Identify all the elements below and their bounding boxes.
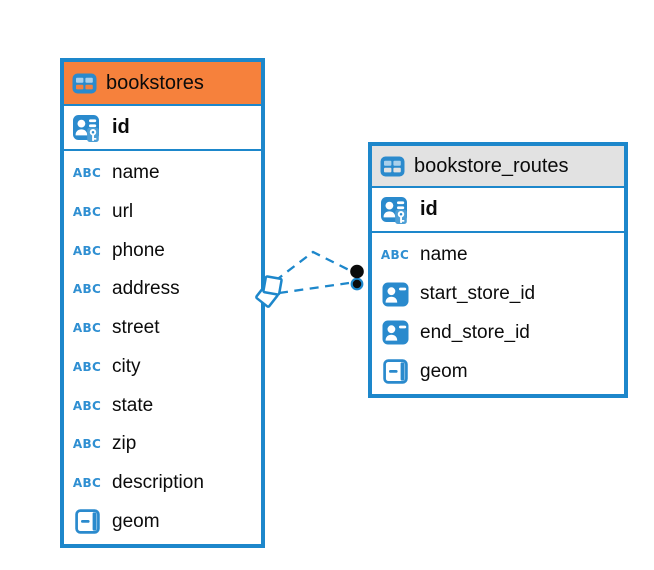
column-row[interactable]: start_store_id [378,275,618,314]
column-name: name [112,162,160,184]
column-row[interactable]: end_store_id [378,314,618,353]
column-name: end_store_id [420,321,530,343]
text-type-icon: ABC [72,166,102,181]
column-name: name [420,244,468,266]
column-name: start_store_id [420,283,536,305]
column-row[interactable]: ABC name [70,154,255,193]
column-row[interactable]: ABC state [70,386,255,425]
table-name: bookstore_routes [414,154,569,177]
geometry-type-icon [70,509,104,534]
one-end-dot-markers[interactable] [350,264,364,291]
foreign-key-icon [378,281,412,308]
text-type-icon: ABC [72,205,102,220]
primary-key-row[interactable]: id [372,188,624,233]
column-name: description [112,471,204,493]
column-row[interactable]: ABC description [70,464,255,503]
text-type-icon: ABC [72,437,102,452]
column-name: address [112,278,180,300]
table-header-bookstore-routes[interactable]: bookstore_routes [372,146,624,188]
table-icon [71,71,97,96]
foreign-key-icon [378,319,412,346]
column-name: phone [112,239,165,261]
primary-key-icon [378,194,412,225]
text-type-icon: ABC [72,398,102,413]
column-name: street [112,317,160,339]
column-row[interactable]: ABC city [70,348,255,387]
column-row[interactable]: ABC url [70,193,255,232]
text-type-icon: ABC [72,321,102,336]
column-name: state [112,394,154,416]
column-row[interactable]: geom [378,352,618,391]
text-type-icon: ABC [72,475,102,490]
column-name: zip [112,433,137,455]
primary-key-icon [70,112,104,143]
column-name: city [112,355,141,377]
table-icon [379,154,405,179]
column-name: geom [420,360,468,382]
column-row[interactable]: ABC zip [70,425,255,464]
table-name: bookstores [106,71,204,94]
table-header-bookstores[interactable]: bookstores [64,62,261,106]
primary-key-name: id [112,116,130,138]
text-type-icon: ABC [72,243,102,258]
primary-key-row[interactable]: id [64,106,261,151]
column-name: url [112,201,134,223]
column-row[interactable]: ABC name [378,236,618,275]
column-row[interactable]: ABC phone [70,231,255,270]
primary-key-name: id [420,198,438,220]
column-row[interactable]: ABC address [70,270,255,309]
geometry-type-icon [378,359,412,384]
text-type-icon: ABC [72,359,102,374]
relationship-line-lower[interactable] [278,281,350,295]
text-type-icon: ABC [72,282,102,297]
column-name: geom [112,510,160,532]
relationship-line-upper[interactable] [274,250,352,282]
many-end-diamond-markers[interactable] [255,275,283,308]
column-row[interactable]: ABC street [70,309,255,348]
column-row[interactable]: geom [70,502,255,541]
text-type-icon: ABC [380,248,410,263]
